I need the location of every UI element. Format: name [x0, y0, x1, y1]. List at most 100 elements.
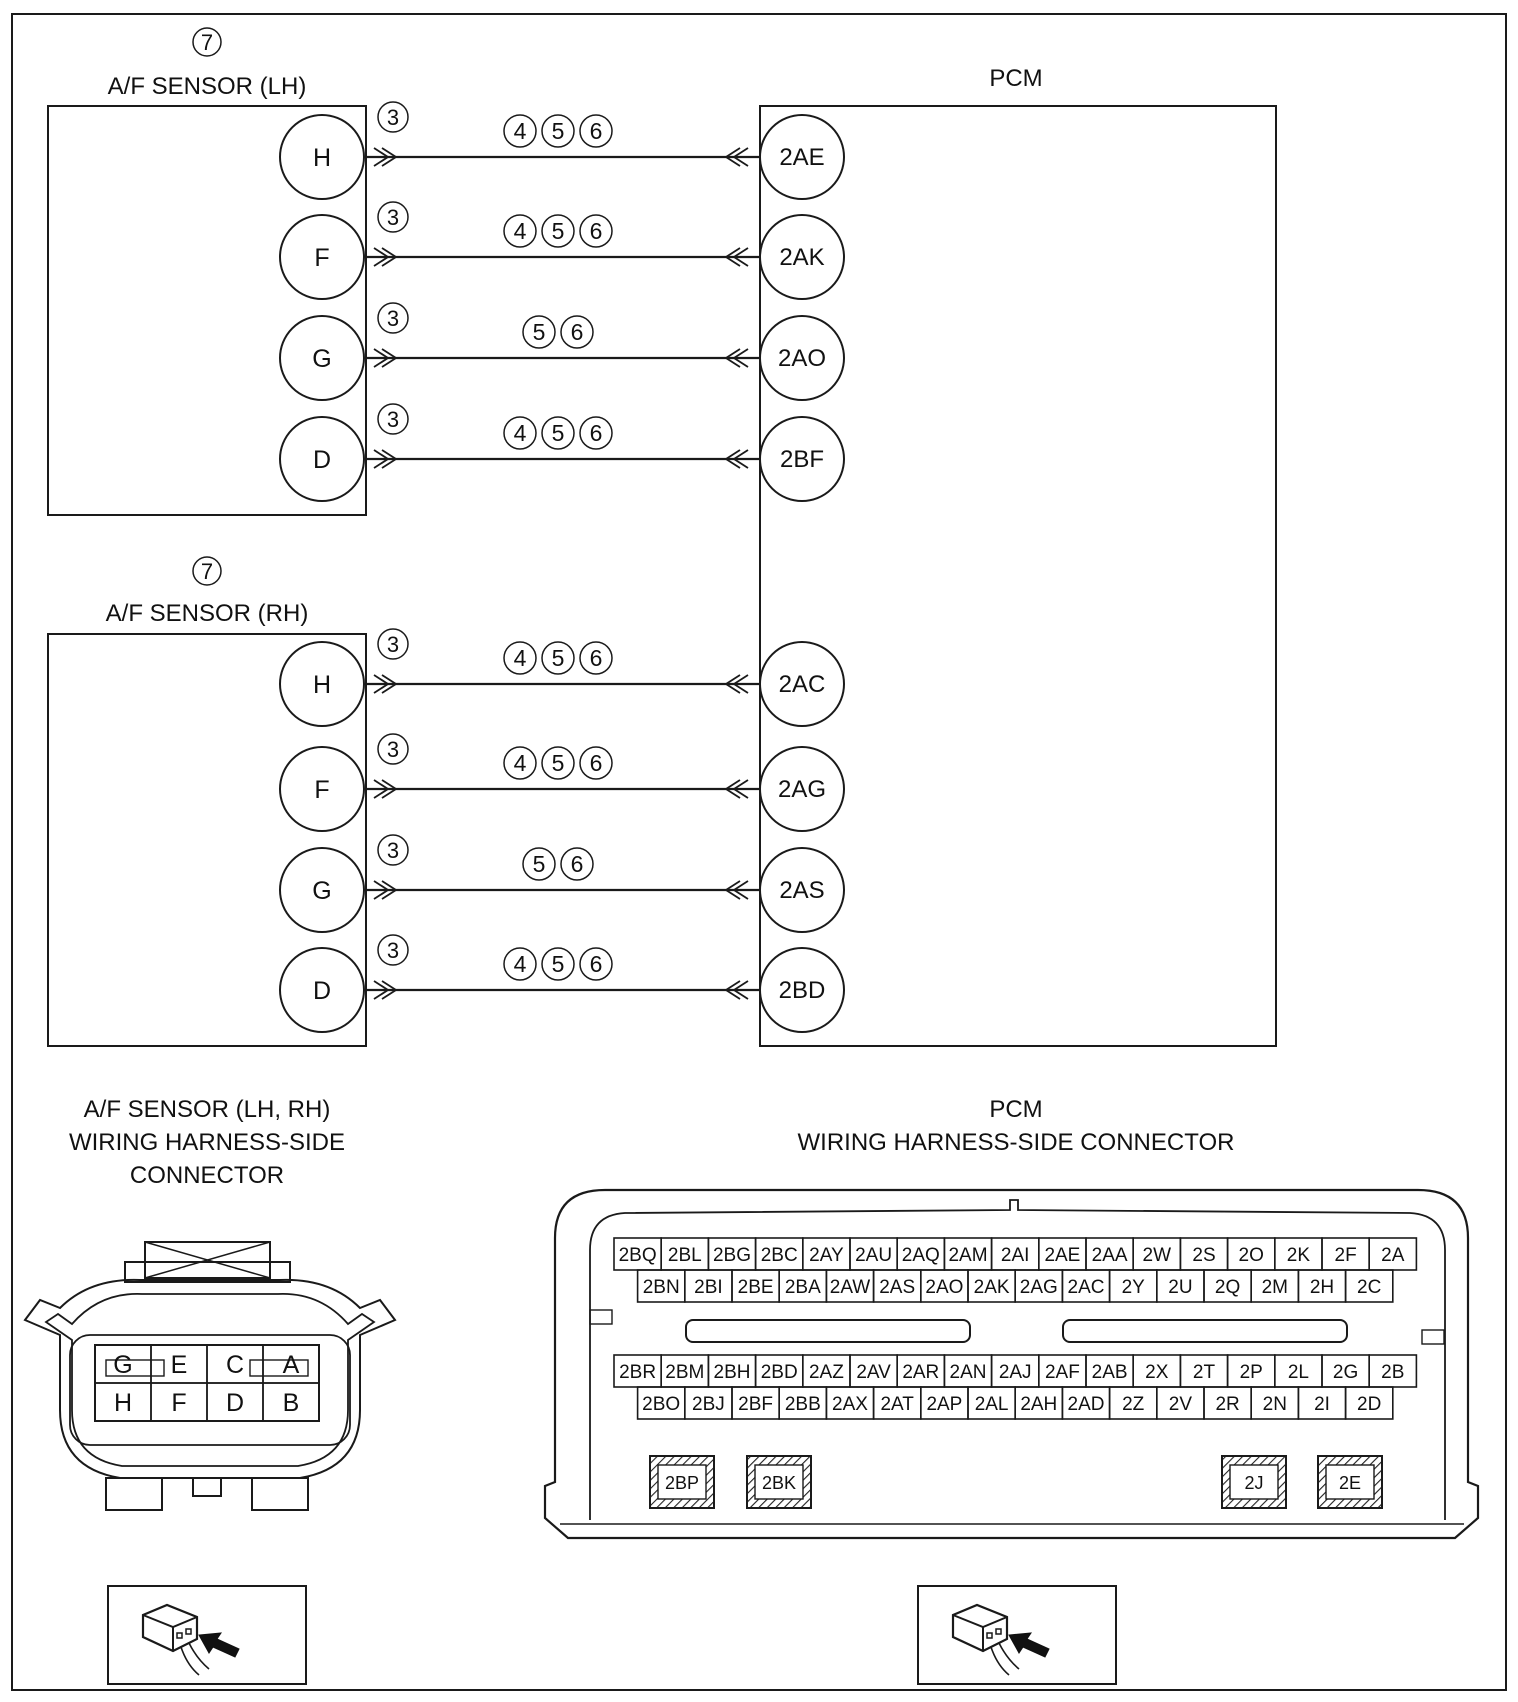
pcm-terminal-circle	[759, 214, 845, 300]
connector-chevron	[373, 449, 398, 469]
sensor-connector-pin-label: E	[171, 1351, 188, 1379]
pcm-connector-pin-label: 2AO	[925, 1277, 963, 1298]
pcm-connector-pin-label: 2K	[1287, 1245, 1311, 1266]
pcm-connector-title: PCM WIRING HARNESS-SIDE CONNECTOR	[798, 1096, 1235, 1156]
pcm-terminal-circle	[759, 746, 845, 832]
harness-mark-circle	[377, 733, 409, 765]
connector-chevron	[724, 674, 749, 694]
pcm-connector-pin-label: 2AZ	[809, 1362, 844, 1383]
pcm-connector-pin-label: 2B	[1381, 1362, 1404, 1383]
pcm-connector-title-line: PCM	[989, 1096, 1042, 1123]
sensor-pin-circle	[279, 214, 365, 300]
connector-chevron	[373, 348, 398, 368]
connector-chevron	[724, 779, 749, 799]
pcm-connector-pin-label: 2N	[1263, 1394, 1287, 1415]
wire-mark-label: 5	[552, 420, 565, 446]
pcm-connector-cell	[1344, 1269, 1394, 1303]
wire-mark-label: 4	[514, 420, 527, 446]
connector-chevron	[373, 247, 398, 267]
pcm-terminal-label: 2BD	[779, 977, 826, 1004]
sensor-connector-title-line: CONNECTOR	[130, 1162, 284, 1189]
harness-mark-circle	[377, 403, 409, 435]
pcm-connector-pin-label: 2D	[1357, 1394, 1381, 1415]
pcm-connector-pin-label: 2AN	[950, 1362, 987, 1383]
wire-mark-circle	[579, 416, 613, 450]
pcm-connector-pin-label: 2AG	[1020, 1277, 1058, 1298]
connector-chevron	[373, 980, 398, 1000]
pcm-terminal-label: 2AC	[779, 671, 826, 698]
sensor-pin-circle	[279, 416, 365, 502]
pcm-connector-pin-label: 2AM	[948, 1245, 987, 1266]
sensor-connector-pin-label: B	[283, 1389, 300, 1417]
pcm-connector-pin-label: 2AW	[830, 1277, 871, 1298]
pcm-connector-pin-label: 2BN	[643, 1277, 680, 1298]
pcm-body	[759, 105, 1277, 1047]
harness-mark-circle	[377, 934, 409, 966]
connector-chevron	[724, 880, 749, 900]
pcm-connector-pin-label: 2O	[1239, 1245, 1264, 1266]
pcm-connector-pin-label: 2AI	[1001, 1245, 1030, 1266]
sensor-pin-label: H	[313, 671, 331, 699]
wire-mark-circle	[541, 947, 575, 981]
wire-mark-label: 6	[590, 951, 603, 977]
sensor-pin-circle	[279, 947, 365, 1033]
wire-mark-label: 6	[590, 118, 603, 144]
sensor-connector-pin-label: D	[226, 1389, 244, 1417]
wire-mark-circle	[503, 947, 537, 981]
pcm-terminal-circle	[759, 947, 845, 1033]
index-mark-circle	[192, 27, 222, 57]
harness-mark-circle	[377, 201, 409, 233]
wire-mark-label: 5	[552, 645, 565, 671]
pcm-connector-pin-label: 2F	[1335, 1245, 1357, 1266]
wire-mark-label: 4	[514, 645, 527, 671]
pcm: PCM	[759, 65, 1277, 1047]
pcm-terminal-circle	[759, 641, 845, 727]
pcm-connector-pin-label: 2AH	[1020, 1394, 1057, 1415]
wire-mark-circle	[579, 746, 613, 780]
pcm-connector-pin-label: 2AA	[1092, 1245, 1128, 1266]
pcm-title: PCM	[989, 65, 1042, 92]
pcm-connector-pin-label: 2L	[1288, 1362, 1309, 1383]
connector-lock-tab	[144, 1241, 271, 1279]
harness-mark-label: 3	[387, 737, 399, 762]
pcm-connector-pin-label: 2H	[1310, 1277, 1334, 1298]
connector-chevron	[724, 348, 749, 368]
pcm-connector-pin-label: 2U	[1168, 1277, 1192, 1298]
harness-side-view-icon	[951, 1603, 1050, 1676]
af-sensor-lh: 7 A/F SENSOR (LH)	[47, 27, 367, 516]
pcm-connector-pin-label: 2X	[1145, 1362, 1169, 1383]
harness-mark-label: 3	[387, 205, 399, 230]
pcm-connector-pin-label: 2AT	[880, 1394, 914, 1415]
pcm-connector-pin-label: 2Z	[1122, 1394, 1145, 1415]
hatched-terminal-label: 2BK	[762, 1473, 796, 1493]
pcm-connector-pin-label: 2Q	[1215, 1277, 1240, 1298]
pcm-connector-pin-label: 2BA	[785, 1277, 821, 1298]
sensor-connector-pin-label: A	[283, 1351, 300, 1379]
view-direction-icon-box	[917, 1585, 1117, 1685]
connector-chevron	[724, 980, 749, 1000]
pcm-connector-pin-label: 2AQ	[902, 1245, 940, 1266]
wire-mark-circle	[541, 641, 575, 675]
pcm-connector-pin-label: 2Y	[1122, 1277, 1146, 1298]
wire-mark-label: 5	[552, 218, 565, 244]
pcm-connector-pin-label: 2AL	[975, 1394, 1009, 1415]
wire-mark-label: 5	[533, 319, 546, 345]
pcm-terminal-label: 2AE	[779, 144, 824, 171]
wire-mark-label: 6	[590, 750, 603, 776]
pcm-connector-pin-label: 2BE	[738, 1277, 774, 1298]
connector-slot	[1062, 1319, 1348, 1343]
wire-mark-label: 6	[571, 319, 584, 345]
pcm-connector-pin-label: 2BR	[619, 1362, 656, 1383]
sensor-pin-label: G	[312, 877, 331, 905]
harness-mark-circle	[377, 628, 409, 660]
pcm-terminal-circle	[759, 847, 845, 933]
pcm-connector-pin-label: 2BF	[738, 1394, 773, 1415]
pcm-connector-pin-label: 2BJ	[692, 1394, 725, 1415]
sensor-connector-title: A/F SENSOR (LH, RH) WIRING HARNESS-SIDE …	[69, 1096, 345, 1189]
connector-chevron	[724, 147, 749, 167]
wire-mark-circle	[560, 315, 594, 349]
